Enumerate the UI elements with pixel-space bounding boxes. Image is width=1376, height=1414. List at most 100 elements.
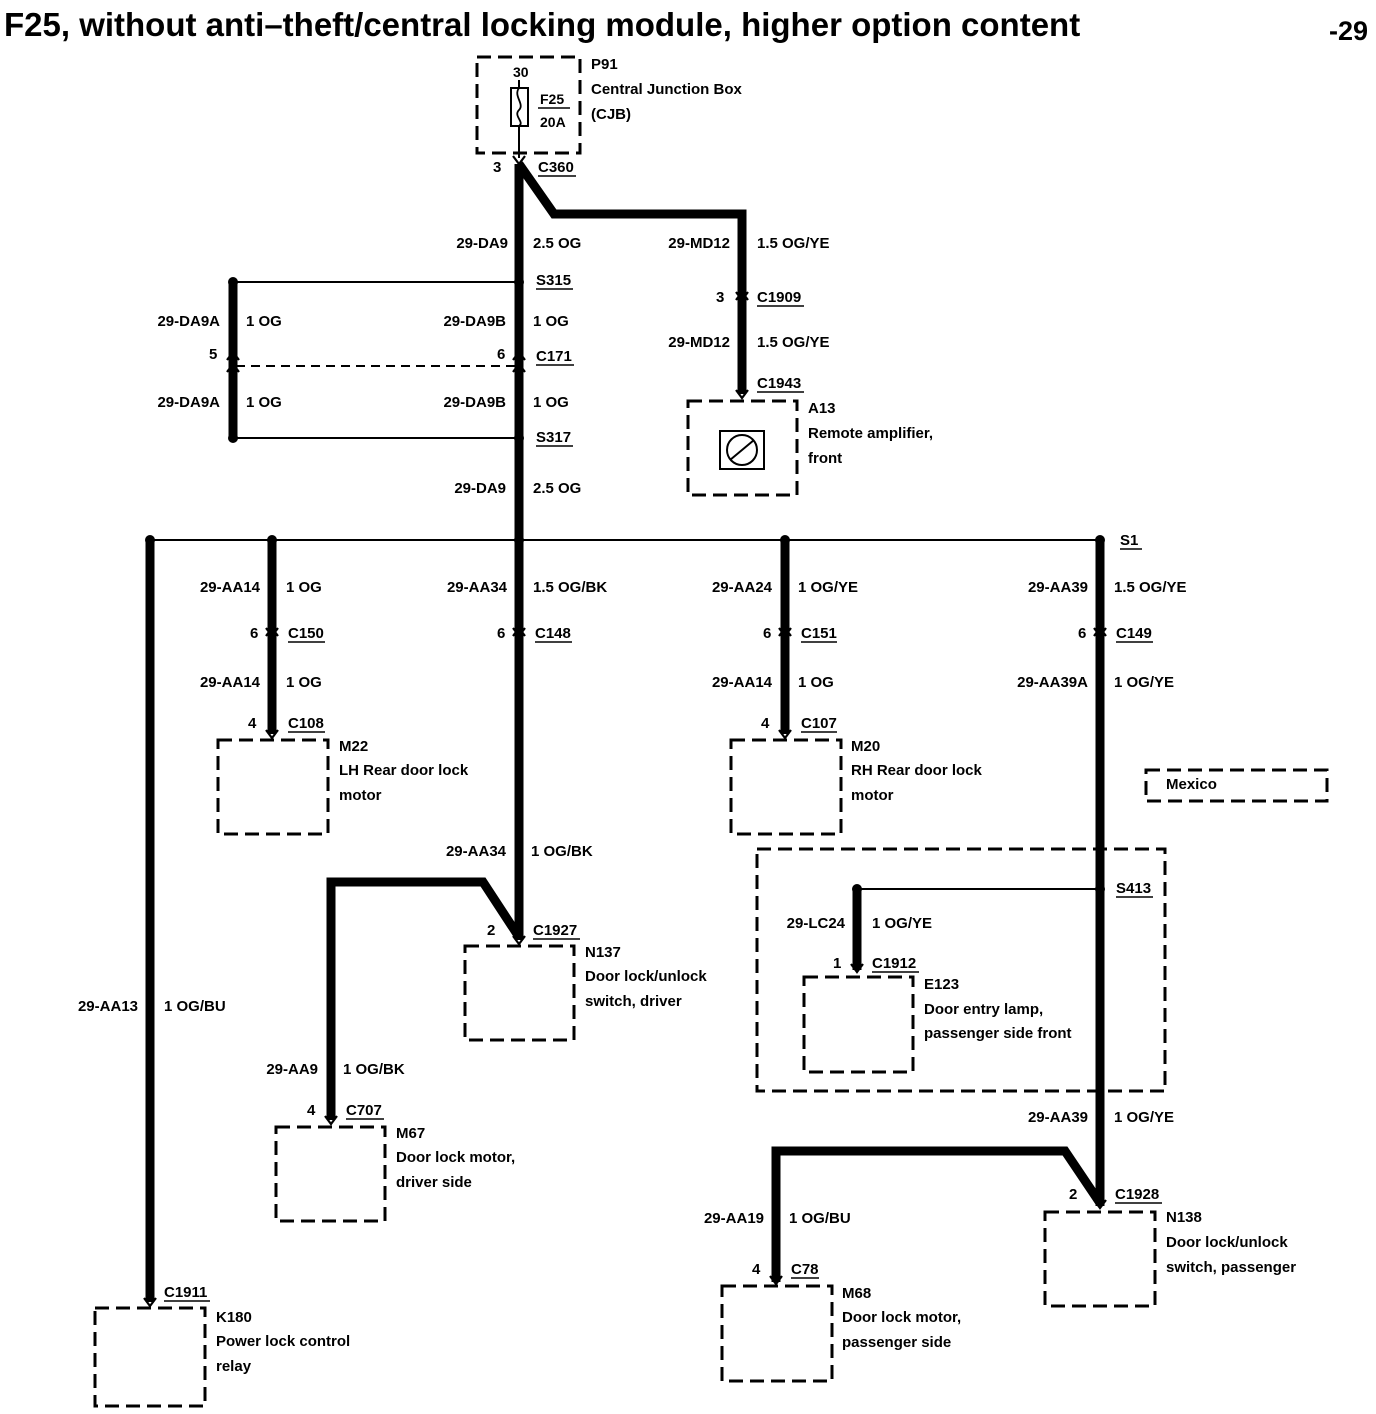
wire-circuit: 29-LC24: [787, 915, 846, 932]
a13-name: Remote amplifier,: [808, 425, 933, 442]
wire-spec: 1 OG/BK: [531, 843, 593, 860]
wire-spec: 1 OG: [533, 394, 569, 411]
c150-id: C150: [288, 625, 324, 642]
c1928-pin: 2: [1069, 1186, 1077, 1203]
wire-spec: 1 OG: [286, 579, 322, 596]
wire-spec: 1 OG: [798, 674, 834, 691]
wire-circuit: 29-MD12: [668, 235, 730, 252]
wire-spec: 1 OG/BK: [343, 1061, 405, 1078]
m68-box: [720, 1284, 834, 1383]
m20-id: M20: [851, 738, 880, 755]
wire-circuit: 29-AA14: [200, 579, 261, 596]
wire-circuit: 29-AA39: [1028, 1109, 1088, 1126]
wire-circuit: 29-AA9: [266, 1061, 318, 1078]
m68-name-2: passenger side: [842, 1334, 951, 1351]
m22-name: LH Rear door lock: [339, 762, 469, 779]
c148-pin: 6: [497, 625, 505, 642]
wire-spec: 2.5 OG: [533, 480, 581, 497]
mexico-legend-box: [1144, 768, 1329, 803]
c107-pin: 4: [761, 715, 770, 732]
c149-pin: 6: [1078, 625, 1086, 642]
n137-box: [463, 944, 576, 1042]
wire-circuit: 29-DA9: [456, 235, 508, 252]
connector-markers: [143, 155, 1107, 1308]
wire-spec: 1 OG: [533, 313, 569, 330]
c148-id: C148: [535, 625, 571, 642]
k180-id: K180: [216, 1309, 252, 1326]
e123-box: [802, 975, 915, 1074]
mexico-option-area: [755, 847, 1167, 1093]
wire-circuit: 29-MD12: [668, 334, 730, 351]
splice-dots: [145, 277, 1105, 894]
s315-label: S315: [536, 272, 571, 289]
c78-pin: 4: [752, 1261, 761, 1278]
n138-id: N138: [1166, 1209, 1202, 1226]
wire-spec: 1 OG/YE: [1114, 1109, 1174, 1126]
c360-pin: 3: [493, 159, 501, 176]
m67-name: Door lock motor,: [396, 1149, 515, 1166]
a13-box: [686, 399, 799, 497]
c171-id: C171: [536, 348, 572, 365]
m68-id: M68: [842, 1285, 871, 1302]
n138-name-2: switch, passenger: [1166, 1259, 1296, 1276]
c151-id: C151: [801, 625, 837, 642]
c1927-pin: 2: [487, 922, 495, 939]
wire-spec: 1 OG/BU: [164, 998, 226, 1015]
fuse-rating: 20A: [540, 114, 566, 130]
c149-id: C149: [1116, 625, 1152, 642]
fuse-icon: [510, 80, 529, 158]
p91-name: Central Junction Box: [591, 81, 743, 98]
wire-circuit: 29-AA14: [712, 674, 773, 691]
wire-circuit: 29-AA34: [446, 843, 507, 860]
p91-box: [475, 55, 582, 155]
wire-spec: 1 OG/YE: [798, 579, 858, 596]
a13-id: A13: [808, 400, 836, 417]
c360-id: C360: [538, 159, 574, 176]
c1943-id: C1943: [757, 375, 801, 392]
wire-circuit: 29-DA9B: [443, 313, 506, 330]
n137-name-2: switch, driver: [585, 993, 682, 1010]
c1909-id: C1909: [757, 289, 801, 306]
wire-spec: 1 OG: [246, 313, 282, 330]
wire-circuit: 29-DA9: [454, 480, 506, 497]
c150-pin: 6: [250, 625, 258, 642]
k180-name: Power lock control: [216, 1333, 350, 1350]
e123-name-2: passenger side front: [924, 1025, 1072, 1042]
s317-label: S317: [536, 429, 571, 446]
wire-circuit: 29-DA9B: [443, 394, 506, 411]
n137-name: Door lock/unlock: [585, 968, 707, 985]
n137-id: N137: [585, 944, 621, 961]
wire-circuit: 29-AA24: [712, 579, 773, 596]
wires: [145, 161, 1105, 1302]
c151-pin: 6: [763, 625, 771, 642]
c108-id: C108: [288, 715, 324, 732]
e123-id: E123: [924, 976, 959, 993]
wire-circuit: 29-AA39A: [1017, 674, 1088, 691]
m67-box: [274, 1125, 387, 1223]
amplifier-icon: [719, 430, 765, 470]
a13-name-2: front: [808, 450, 842, 467]
s413-label: S413: [1116, 880, 1151, 897]
wire-spec: 1 OG/YE: [1114, 674, 1174, 691]
c1928-id: C1928: [1115, 1186, 1159, 1203]
m22-id: M22: [339, 738, 368, 755]
wire-circuit: 29-DA9A: [157, 313, 220, 330]
wire-spec: 1 OG/BU: [789, 1210, 851, 1227]
page-title: F25, without anti–theft/central locking …: [4, 6, 1080, 43]
n138-box: [1043, 1210, 1157, 1308]
wire-circuit: 29-AA14: [200, 674, 261, 691]
page-number: -29: [1329, 16, 1368, 46]
c707-id: C707: [346, 1102, 382, 1119]
m22-box: [216, 738, 330, 836]
p91-id: P91: [591, 56, 618, 73]
wire-spec: 1.5 OG/BK: [533, 579, 607, 596]
m67-name-2: driver side: [396, 1174, 472, 1191]
p91-name-2: (CJB): [591, 106, 631, 123]
thin-wires: [150, 281, 1100, 890]
m20-name: RH Rear door lock: [851, 762, 983, 779]
c1927-id: C1927: [533, 922, 577, 939]
wire-spec: 1 OG/YE: [872, 915, 932, 932]
wire-spec: 1.5 OG/YE: [1114, 579, 1187, 596]
wire-spec: 1 OG: [286, 674, 322, 691]
